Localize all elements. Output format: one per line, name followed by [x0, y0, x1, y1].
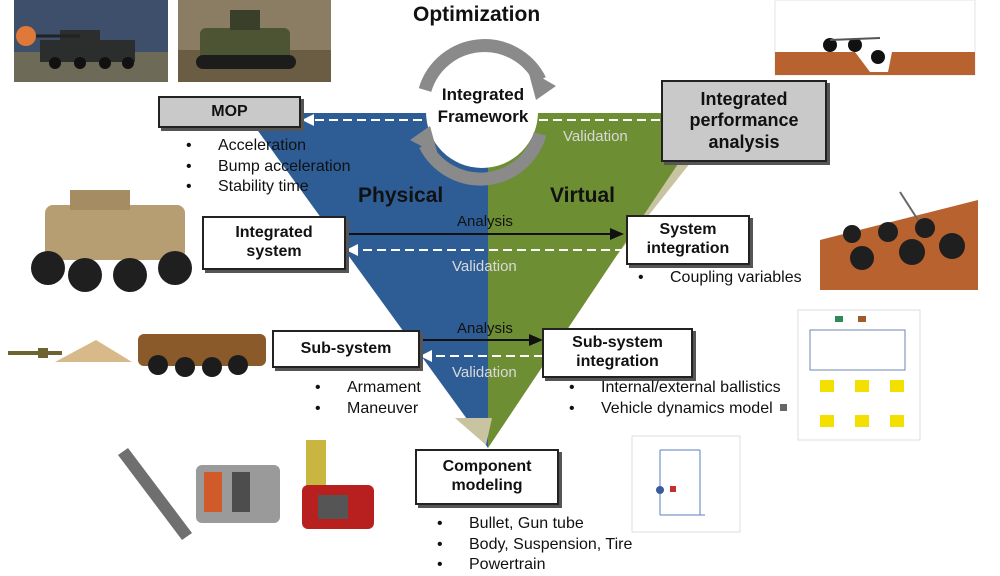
armored-vehicle-firing-photo [14, 0, 168, 82]
sub-system-label: Sub-system [300, 339, 392, 357]
list-item: Vehicle dynamics model [569, 399, 781, 420]
component-modeling-box: Component modeling [415, 449, 559, 505]
mop-box-label: MOP [211, 102, 248, 120]
gun-tube-and-vehicle-image [8, 334, 266, 377]
vehicle-dynamics-block-diagram [780, 309, 921, 441]
validation-top-head [302, 114, 314, 126]
cycle-arrow-top [418, 39, 546, 93]
list-item: Powertrain [437, 555, 632, 576]
system-integration-line-2: integration [646, 240, 730, 257]
shadow-arrow-left [455, 418, 492, 445]
integrated-performance-line-3: analysis [708, 131, 780, 152]
system-integration-bullets: Coupling variables [638, 268, 802, 289]
analysis-low-label: Analysis [457, 320, 513, 337]
six-wheel-ugv-image [31, 190, 192, 292]
list-item: Acceleration [186, 136, 351, 157]
integrated-system-line-2: system [246, 243, 302, 260]
component-modeling-line-1: Component [442, 458, 532, 476]
validation-low-label: Validation [452, 364, 517, 381]
mop-bullets: Acceleration Bump acceleration Stability… [186, 136, 351, 198]
list-item: Internal/external ballistics [569, 378, 781, 399]
virtual-label: Virtual [550, 184, 615, 207]
cycle-arrow-bottom [419, 132, 547, 186]
sub-system-integration-line-1: Sub-system [572, 334, 663, 352]
integrated-system-line-1: Integrated [235, 224, 313, 242]
list-item: Coupling variables [638, 268, 802, 289]
framework-circle [426, 56, 538, 168]
system-integration-box: System integration [626, 215, 750, 265]
component-modeling-line-2: modeling [451, 477, 523, 494]
ballistics-schematic-image [631, 435, 741, 533]
integrated-performance-line-1: Integrated [700, 89, 788, 110]
analysis-mid-head [610, 228, 624, 240]
integrated-system-box: Integrated system [202, 216, 346, 270]
integrated-performance-box: Integrated performance analysis [661, 80, 827, 162]
list-item: Maneuver [315, 399, 421, 420]
validation-low-head [420, 350, 432, 362]
validation-mid-head [346, 244, 358, 256]
slope-simulation-image [820, 182, 978, 290]
sub-system-integration-line-2: integration [576, 353, 659, 370]
v-model-diagram [8, 0, 978, 540]
analysis-low-head [529, 334, 543, 346]
component-modeling-bullets: Bullet, Gun tube Body, Suspension, Tire … [437, 514, 632, 576]
list-item: Body, Suspension, Tire [437, 535, 632, 556]
sub-system-integration-box: Sub-system integration [542, 328, 693, 378]
list-item: Stability time [186, 177, 351, 198]
framework-title-line-2: Framework [437, 107, 529, 126]
optimization-title: Optimization [413, 3, 541, 26]
system-integration-line-1: System [659, 221, 717, 239]
framework-title: Integrated Framework [415, 84, 551, 128]
framework-title-line-1: Integrated [441, 85, 525, 104]
physical-label: Physical [358, 184, 444, 207]
validation-mid-label: Validation [452, 258, 517, 275]
sub-system-integration-bullets: Internal/external ballistics Vehicle dyn… [569, 378, 781, 419]
integrated-performance-line-2: performance [689, 110, 799, 131]
cycle-arrowhead-top [528, 70, 556, 100]
list-item: Bullet, Gun tube [437, 514, 632, 535]
list-item: Bump acceleration [186, 157, 351, 178]
component-renders-image [118, 440, 374, 540]
trench-simulation-image [774, 0, 976, 76]
list-item: Armament [315, 378, 421, 399]
sub-system-box: Sub-system [272, 330, 420, 368]
tracked-robot-photo [178, 0, 331, 82]
cycle-arrowhead-bottom [410, 126, 438, 155]
mop-box: MOP [158, 96, 301, 128]
validation-top-label: Validation [563, 128, 628, 145]
sub-system-bullets: Armament Maneuver [315, 378, 421, 419]
analysis-mid-label: Analysis [457, 213, 513, 230]
